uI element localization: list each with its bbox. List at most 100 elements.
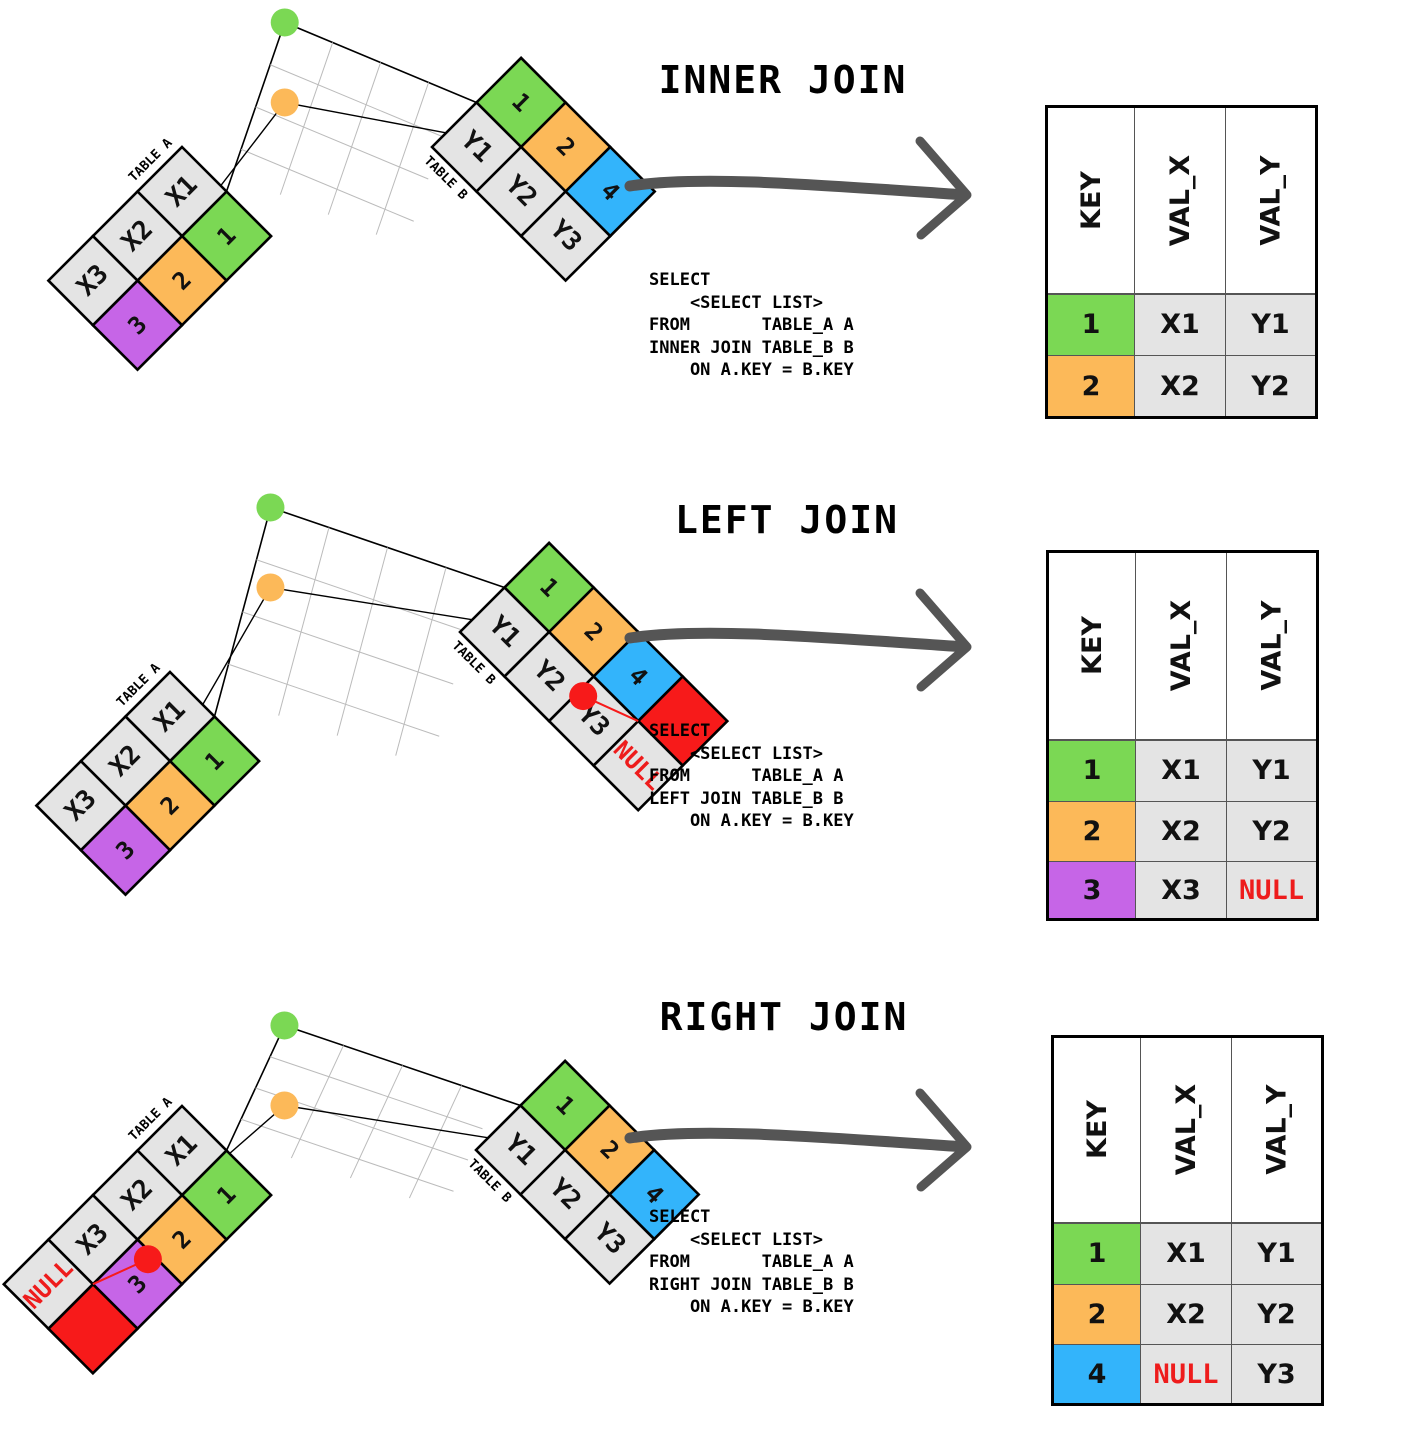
column-val-x-header: VAL_X <box>1166 600 1198 692</box>
result-row: 2 X2 Y2 <box>1046 355 1317 418</box>
result-header-cell: VAL_Y <box>1226 551 1318 741</box>
table-b-value-cell <box>563 1192 657 1286</box>
result-key-cell: 4 <box>1052 1344 1141 1405</box>
result-val-y-cell: Y1 <box>1231 1222 1323 1285</box>
result-arrow-shaft <box>624 1127 971 1153</box>
table-b-value-cell <box>591 719 685 813</box>
result-key-cell: 2 <box>1052 1284 1141 1345</box>
result-row: 2 X2 Y2 <box>1047 801 1318 862</box>
result-header-cell: VAL_X <box>1135 551 1227 741</box>
result-key-cell: 2 <box>1047 801 1136 862</box>
column-val-y-header: VAL_Y <box>1255 155 1287 246</box>
result-val-y-cell: Y1 <box>1226 739 1318 802</box>
result-val-x-cell: X3 <box>1135 861 1227 920</box>
result-val-x-cell: X1 <box>1140 1222 1232 1285</box>
no-match-dot <box>569 682 598 711</box>
result-header-row: KEY VAL_X VAL_Y <box>1046 106 1317 295</box>
result-arrow-shaft <box>624 627 971 653</box>
result-arrow-head <box>915 588 972 692</box>
result-arrow-shaft <box>624 175 971 201</box>
grid-line <box>349 1065 403 1179</box>
grid-line <box>279 42 334 195</box>
grid-line <box>255 106 429 180</box>
result-header-cell: VAL_X <box>1134 106 1226 295</box>
grid-line <box>327 62 382 215</box>
result-header-cell: KEY <box>1052 1036 1141 1224</box>
result-row: 2 X2 Y2 <box>1052 1284 1323 1345</box>
result-row: 4 NULL Y3 <box>1052 1344 1323 1405</box>
grid-line <box>256 559 468 633</box>
result-arrow-head <box>915 1088 972 1192</box>
key-1-match-dot <box>256 493 285 522</box>
result-header-cell: VAL_Y <box>1231 1036 1323 1224</box>
key-2-match-dot <box>270 88 299 117</box>
no-match-dot <box>133 1245 162 1274</box>
grid-line <box>278 527 330 716</box>
result-val-x-cell: X1 <box>1135 739 1227 802</box>
left-join-result-table: KEY VAL_X VAL_Y 1 X1 Y1 2 X2 Y2 3 X3 NUL… <box>1046 550 1319 921</box>
column-val-x-header: VAL_X <box>1171 1084 1203 1176</box>
table-b-value-cell <box>519 189 613 283</box>
grid-line <box>395 567 447 756</box>
inner-join-result-table: KEY VAL_X VAL_Y 1 X1 Y1 2 X2 Y2 <box>1045 105 1318 419</box>
result-val-y-cell: Y2 <box>1225 355 1317 418</box>
result-val-y-cell: Y2 <box>1231 1284 1323 1345</box>
result-key-cell: 3 <box>1047 861 1136 920</box>
inner-join-sql: SELECT <SELECT LIST> FROM TABLE_A A INNE… <box>649 270 854 380</box>
result-row: 1 X1 Y1 <box>1052 1222 1323 1285</box>
inner-join-title: INNER JOIN <box>658 58 908 102</box>
column-val-y-header: VAL_Y <box>1261 1084 1293 1175</box>
join-grid-frame <box>213 506 505 717</box>
key-2-match-dot <box>256 573 285 602</box>
column-key-header: KEY <box>1076 616 1108 676</box>
result-val-y-cell: Y2 <box>1226 801 1318 862</box>
column-key-header: KEY <box>1075 170 1107 230</box>
result-header-cell: KEY <box>1046 106 1135 295</box>
grid-line <box>336 547 388 736</box>
column-key-header: KEY <box>1081 1100 1113 1160</box>
result-row: 1 X1 Y1 <box>1047 739 1318 802</box>
table-a-value-cell <box>34 759 128 853</box>
result-row: 1 X1 Y1 <box>1046 293 1317 356</box>
right-join-title: RIGHT JOIN <box>659 995 909 1039</box>
result-arrow-head <box>915 136 972 240</box>
result-header-row: KEY VAL_X VAL_Y <box>1047 551 1318 741</box>
result-null-cell: NULL <box>1140 1344 1232 1405</box>
result-val-x-cell: X2 <box>1140 1284 1232 1345</box>
table-a-value-cell <box>1 1237 95 1331</box>
grid-line <box>408 1085 462 1199</box>
left-join-sql: SELECT <SELECT LIST> FROM TABLE_A A LEFT… <box>649 721 854 831</box>
result-header-row: KEY VAL_X VAL_Y <box>1052 1036 1323 1224</box>
result-val-x-cell: X2 <box>1134 355 1226 418</box>
grid-line <box>242 611 454 685</box>
result-val-x-cell: X2 <box>1135 801 1227 862</box>
grid-line <box>269 1056 483 1130</box>
grid-line <box>228 663 440 737</box>
column-val-y-header: VAL_Y <box>1256 600 1288 691</box>
result-header-cell: VAL_Y <box>1225 106 1317 295</box>
grid-line <box>375 82 430 235</box>
table-a-value-cell <box>46 234 140 328</box>
result-key-cell: 1 <box>1052 1222 1141 1285</box>
right-join-sql: SELECT <SELECT LIST> FROM TABLE_A A RIGH… <box>649 1207 854 1317</box>
grid-line <box>290 1045 344 1159</box>
left-join-title: LEFT JOIN <box>675 498 899 542</box>
result-row: 3 X3 NULL <box>1047 861 1318 920</box>
result-val-y-cell: Y1 <box>1225 293 1317 356</box>
grid-line <box>240 148 414 222</box>
result-header-cell: VAL_X <box>1140 1036 1232 1224</box>
right-join-result-table: KEY VAL_X VAL_Y 1 X1 Y1 2 X2 Y2 4 NULL Y… <box>1051 1035 1324 1406</box>
result-val-y-cell: Y3 <box>1231 1344 1323 1405</box>
result-key-cell: 1 <box>1046 293 1135 356</box>
key-1-match-dot <box>270 1011 299 1040</box>
result-key-cell: 1 <box>1047 739 1136 802</box>
result-key-cell: 2 <box>1046 355 1135 418</box>
key-2-match-dot <box>270 1091 299 1120</box>
result-header-cell: KEY <box>1047 551 1136 741</box>
column-val-x-header: VAL_X <box>1165 154 1197 246</box>
key-1-match-dot <box>270 8 299 37</box>
